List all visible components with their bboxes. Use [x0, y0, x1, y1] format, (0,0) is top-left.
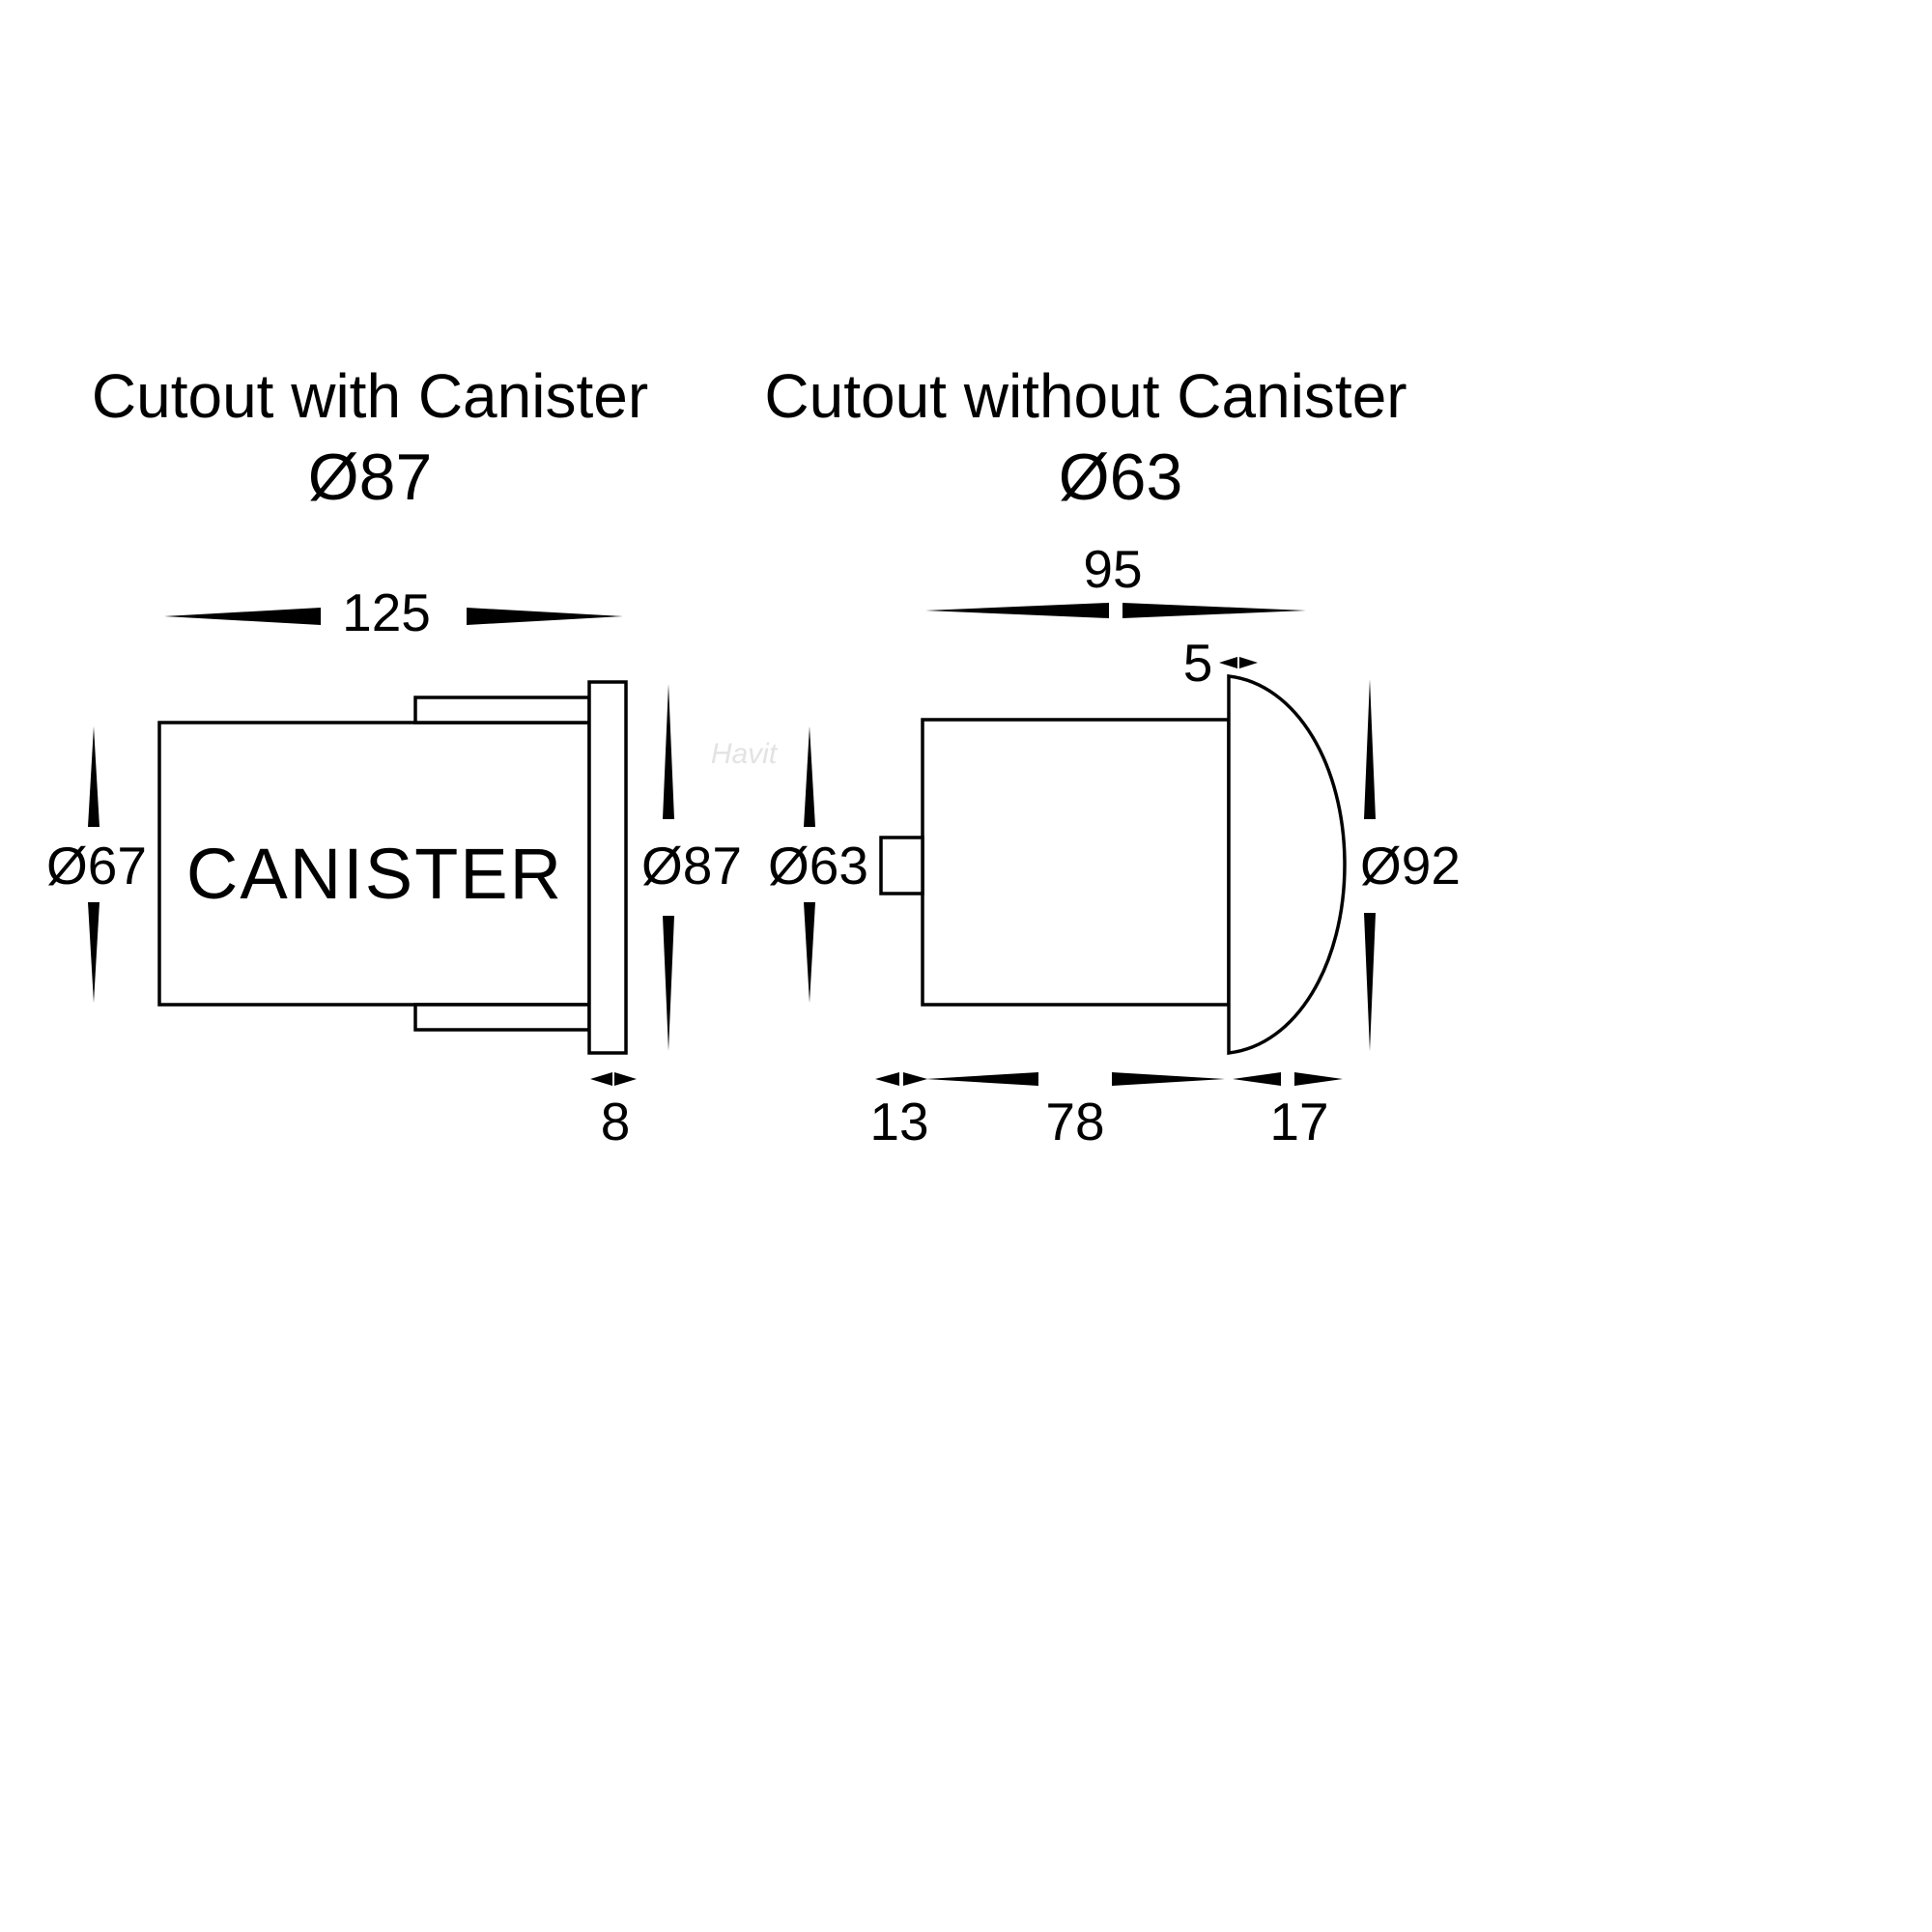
- dim-right-lip: 5: [1183, 633, 1258, 693]
- rear-tab: [879, 836, 924, 895]
- dim-left-overall-length: 125: [164, 582, 623, 642]
- dim-arrow-right: [903, 1072, 927, 1086]
- dim-label-faceplate-diameter: Ø87: [641, 836, 742, 895]
- dim-arrow-down: [804, 902, 815, 1003]
- dome-lens: [1227, 674, 1347, 1055]
- dim-arrow-right: [1122, 603, 1306, 618]
- dim-arrow-right: [614, 1072, 637, 1086]
- dim-label-overall-length: 95: [1083, 539, 1142, 599]
- dim-arrow-left: [925, 603, 1109, 618]
- right-title: Cutout without Canister: [764, 361, 1406, 431]
- dim-label-lip: 5: [1183, 633, 1213, 693]
- dim-arrow-down: [663, 916, 674, 1051]
- dim-arrow-down: [88, 902, 99, 1003]
- dim-arrow-right: [1239, 657, 1258, 668]
- canister-body-label: CANISTER: [186, 834, 563, 914]
- dim-arrow-up: [663, 684, 674, 819]
- dim-arrow-right: [467, 608, 623, 625]
- dim-right-overall-length: 95: [925, 539, 1306, 618]
- dim-arrow-right: [1294, 1072, 1343, 1086]
- watermark: Havit: [711, 738, 779, 770]
- fitting-body: [921, 718, 1231, 1007]
- dim-right-body-diameter: Ø63: [768, 726, 868, 1003]
- dim-arrow-left: [1219, 657, 1237, 668]
- left-title: Cutout with Canister: [92, 361, 648, 431]
- dim-label-body-diameter: Ø63: [768, 836, 868, 895]
- dim-arrow-left: [1233, 1072, 1281, 1086]
- dim-left-body-diameter: Ø67: [46, 726, 147, 1003]
- dim-label-body-diameter: Ø67: [46, 836, 147, 895]
- dim-right-dome-diameter: Ø92: [1360, 679, 1461, 1051]
- dim-arrow-right: [1112, 1072, 1225, 1086]
- dim-arrow-left: [925, 1072, 1038, 1086]
- dim-label-dome-diameter: Ø92: [1360, 836, 1461, 895]
- dim-label-faceplate-thickness: 8: [601, 1092, 631, 1151]
- dim-arrow-up: [1364, 679, 1376, 819]
- canister-body: [157, 721, 591, 1007]
- right-cutout-diameter: Ø63: [1059, 440, 1183, 514]
- canister-top-step: [413, 696, 591, 724]
- dim-label-tab-length: 13: [869, 1092, 928, 1151]
- faceplate: [587, 680, 628, 1055]
- dim-right-body-length: 78: [925, 1072, 1225, 1151]
- dim-arrow-left: [590, 1072, 612, 1086]
- dim-arrow-left: [164, 608, 321, 625]
- dim-label-dome-length: 17: [1269, 1092, 1328, 1151]
- right-view: Cutout without Canister Ø63 95 5 Ø63: [764, 361, 1461, 1151]
- dim-arrow-up: [804, 726, 815, 827]
- canister-bottom-step: [413, 1003, 591, 1032]
- dim-label-overall-length: 125: [342, 582, 431, 642]
- dim-left-faceplate-thickness: 8: [590, 1072, 637, 1151]
- left-view: Cutout with Canister Ø87 CANISTER 125 Ø6…: [46, 361, 742, 1151]
- dim-label-body-length: 78: [1045, 1092, 1104, 1151]
- dim-arrow-up: [88, 726, 99, 827]
- dim-left-faceplate-diameter: Ø87: [641, 684, 742, 1051]
- left-cutout-diameter: Ø87: [308, 440, 433, 514]
- dim-arrow-down: [1364, 913, 1376, 1051]
- dim-right-tab-length: 13: [869, 1072, 929, 1151]
- dim-arrow-left: [875, 1072, 899, 1086]
- dim-right-dome-length: 17: [1233, 1072, 1343, 1151]
